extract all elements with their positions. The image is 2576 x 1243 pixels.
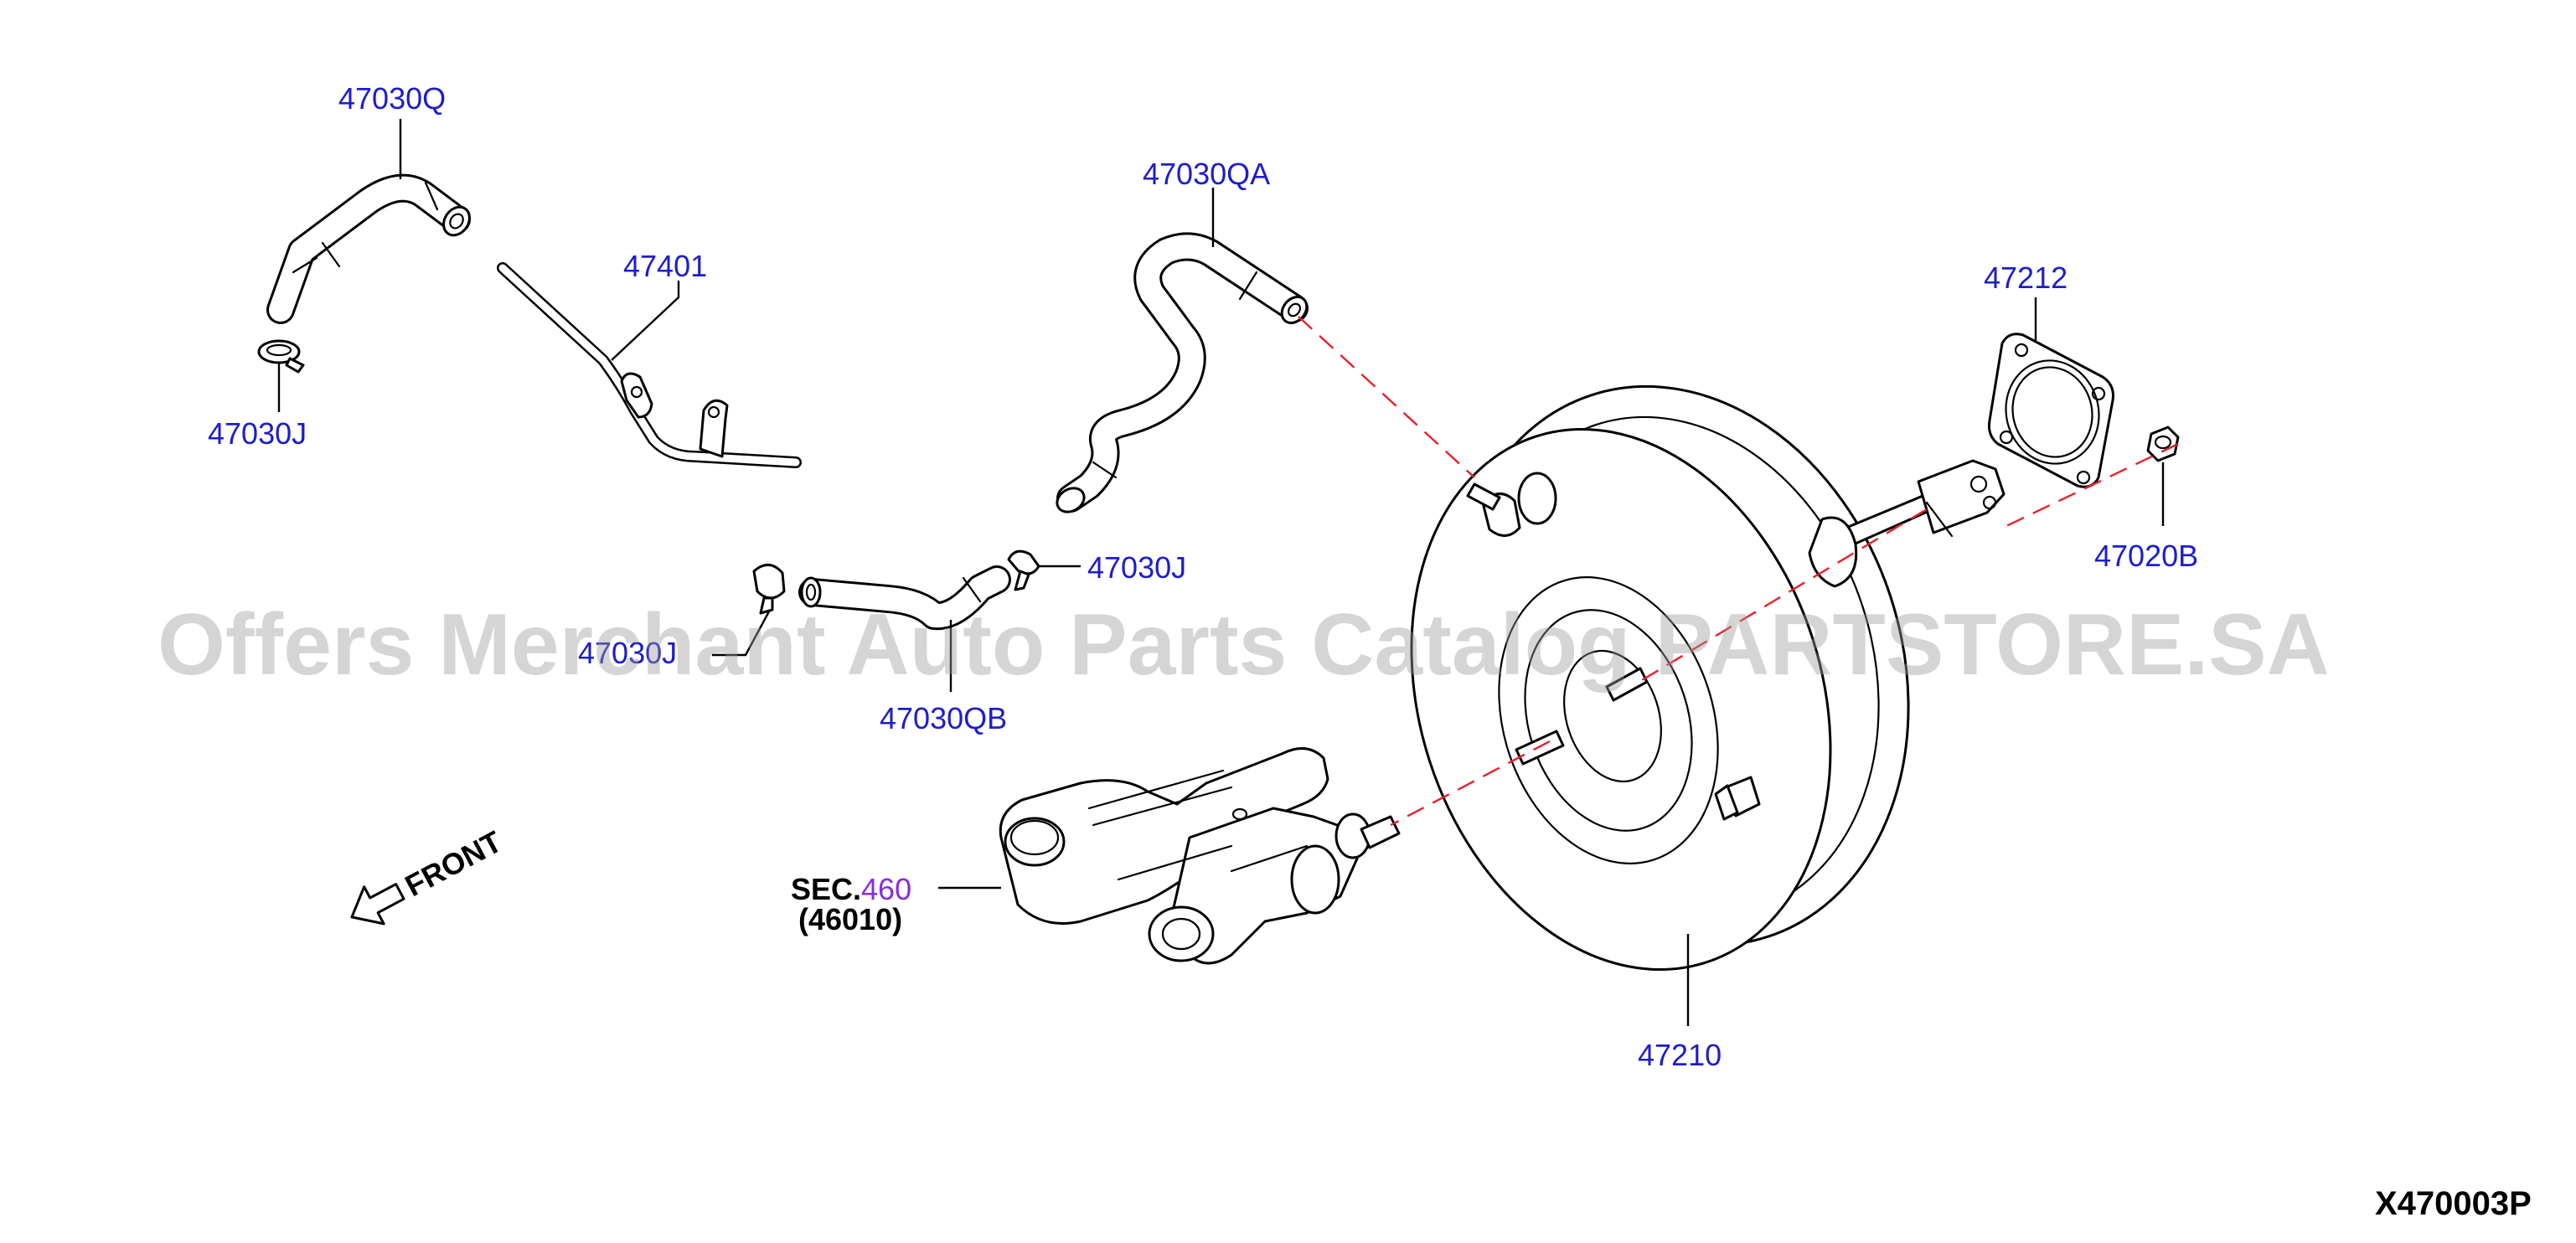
label-47030j-top: 47030J [208,416,307,451]
hose-47030qb[interactable] [798,565,1011,631]
clamp-47030j-top[interactable] [257,339,305,374]
brake-booster-47210[interactable] [1345,327,2006,1024]
nut-47020b[interactable] [2146,426,2180,462]
diagram-id: X470003P [2375,1185,2532,1222]
section-sub-number: (46010) [798,902,902,936]
section-reference[interactable]: SEC.460 [791,872,911,906]
label-47030q: 47030Q [338,81,446,116]
label-47030qb: 47030QB [880,701,1007,735]
label-47210: 47210 [1638,1038,1722,1072]
section-number: 460 [861,872,911,906]
tube-47401[interactable] [497,262,802,468]
master-cylinder-sec460[interactable] [999,747,1401,965]
watermark: Offers Merchant Auto Parts Catalog PARTS… [157,596,2330,694]
clamp-47030j-left[interactable] [752,564,786,615]
section-prefix: SEC. [791,872,861,906]
alignment-lines [1298,316,2179,827]
hose-47030q[interactable] [266,173,475,324]
label-47020b: 47020B [2094,539,2198,573]
clamp-47030j-mid[interactable] [1007,549,1040,591]
label-47030j-mid: 47030J [1087,550,1186,585]
label-47401: 47401 [623,249,707,283]
front-arrow: FRONT [350,824,508,926]
front-label: FRONT [400,824,508,903]
gasket-47212[interactable] [1988,333,2114,488]
label-47030qa: 47030QA [1143,157,1270,191]
label-47030j-left: 47030J [578,636,677,670]
label-47212: 47212 [1984,260,2068,295]
hose-47030qa[interactable] [1053,232,1312,516]
